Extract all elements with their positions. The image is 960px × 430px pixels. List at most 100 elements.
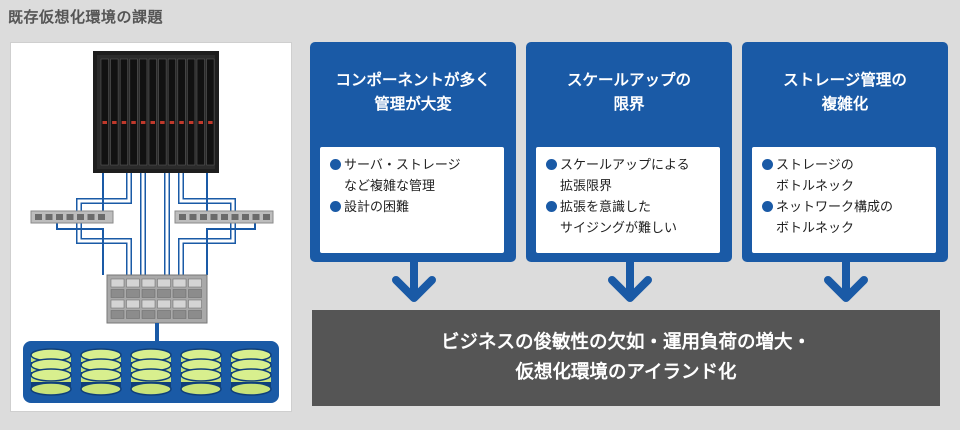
array-slot bbox=[188, 299, 202, 309]
switch-port bbox=[179, 214, 186, 220]
infrastructure-illustration bbox=[10, 42, 292, 412]
array-slot bbox=[172, 299, 187, 309]
blade-led bbox=[150, 121, 155, 124]
blade-slot bbox=[177, 58, 186, 166]
disk-icon bbox=[80, 348, 122, 396]
blade-led bbox=[179, 121, 184, 124]
down-arrow-icon bbox=[608, 262, 652, 302]
switch-port bbox=[77, 214, 84, 220]
switch-port bbox=[231, 214, 239, 220]
switch-port bbox=[200, 214, 207, 220]
disk-stack-icon bbox=[23, 341, 279, 403]
switch-port bbox=[263, 214, 270, 220]
array-slot bbox=[126, 289, 140, 298]
array-slot bbox=[110, 310, 125, 319]
result-text: ビジネスの俊敏性の欠如・運用負荷の増大・ 仮想化環境のアイランド化 bbox=[440, 332, 811, 383]
blade-slot bbox=[148, 58, 157, 166]
disk-icon bbox=[30, 348, 72, 396]
blade-slot bbox=[100, 58, 109, 166]
bullet-icon bbox=[762, 201, 773, 212]
array-slot bbox=[172, 310, 187, 319]
issue-heading: コンポーネントが多く 管理が大変 bbox=[335, 71, 491, 113]
issue-details: スケールアップによる 拡張限界 拡張を意識した サイジングが難しい bbox=[536, 147, 720, 253]
blade-slot bbox=[206, 58, 215, 166]
blade-led bbox=[188, 121, 194, 124]
switch-port bbox=[252, 214, 260, 220]
switch-port bbox=[45, 214, 53, 220]
array-slot bbox=[188, 278, 202, 288]
issue-bullet: ネットワーク構成の ボトルネック bbox=[776, 200, 894, 236]
blade-slot bbox=[119, 58, 128, 166]
storage-array-icon bbox=[106, 274, 208, 324]
issue-bullet: スケールアップによる 拡張限界 bbox=[560, 158, 690, 194]
blade-server-icon bbox=[93, 51, 219, 173]
issue-bullet: サーバ・ストレージ など複雑な管理 bbox=[344, 158, 461, 194]
blade-led bbox=[112, 121, 117, 124]
blade-led bbox=[140, 121, 146, 124]
blade-led bbox=[160, 121, 165, 124]
bullet-icon bbox=[546, 159, 557, 170]
blade-slot bbox=[196, 58, 205, 166]
switch-port bbox=[87, 214, 95, 220]
issue-details: ストレージの ボトルネック ネットワーク構成の ボトルネック bbox=[752, 147, 936, 253]
switch-port bbox=[98, 214, 105, 220]
bullet-icon bbox=[330, 201, 341, 212]
array-slot bbox=[110, 289, 125, 298]
disk-icon bbox=[130, 348, 172, 396]
array-slot bbox=[126, 299, 140, 309]
blade-slot bbox=[110, 58, 119, 166]
switch-port bbox=[66, 214, 74, 220]
blade-slot bbox=[129, 58, 138, 166]
blade-slot bbox=[167, 58, 176, 166]
array-slot bbox=[141, 278, 156, 288]
issue-card-scaleup: スケールアップの 限界 スケールアップによる 拡張限界 拡張を意識した サイジン… bbox=[526, 42, 732, 262]
bullet-icon bbox=[546, 201, 557, 212]
switch-port bbox=[210, 214, 218, 220]
array-slot bbox=[172, 278, 187, 288]
array-slot bbox=[188, 310, 202, 319]
blade-led bbox=[121, 121, 127, 124]
page-title: 既存仮想化環境の課題 bbox=[8, 8, 164, 26]
switch-port bbox=[56, 214, 63, 220]
issue-heading: ストレージ管理の 複雑化 bbox=[783, 71, 907, 113]
switch-port bbox=[242, 214, 249, 220]
array-slot bbox=[188, 289, 202, 298]
switch-port bbox=[35, 214, 42, 220]
issue-card-components: コンポーネントが多く 管理が大変 サーバ・ストレージ など複雑な管理 設計の困難 bbox=[310, 42, 516, 262]
switch-port bbox=[221, 214, 228, 220]
array-slot bbox=[172, 289, 187, 298]
down-arrow-icon bbox=[824, 262, 868, 302]
array-slot bbox=[126, 278, 140, 288]
issue-card-storage: ストレージ管理の 複雑化 ストレージの ボトルネック ネットワーク構成の ボトル… bbox=[742, 42, 948, 262]
infrastructure-diagram bbox=[23, 51, 279, 403]
connection-lines bbox=[56, 173, 256, 275]
issue-bullet: ストレージの ボトルネック bbox=[776, 158, 855, 194]
result-box: ビジネスの俊敏性の欠如・運用負荷の増大・ 仮想化環境のアイランド化 bbox=[312, 310, 940, 406]
array-slot bbox=[157, 310, 171, 319]
array-slot bbox=[110, 278, 125, 288]
blade-slot bbox=[158, 58, 167, 166]
array-slot bbox=[157, 278, 171, 288]
array-slot bbox=[110, 299, 125, 309]
array-slot bbox=[126, 310, 140, 319]
array-slot bbox=[157, 299, 171, 309]
blade-led bbox=[198, 121, 203, 124]
disk-icon bbox=[230, 348, 272, 396]
bullet-icon bbox=[330, 159, 341, 170]
disk-icon bbox=[180, 348, 222, 396]
blade-led bbox=[102, 121, 107, 124]
issue-details: サーバ・ストレージ など複雑な管理 設計の困難 bbox=[320, 147, 504, 253]
down-arrow-icon bbox=[392, 262, 436, 302]
issue-heading: スケールアップの 限界 bbox=[566, 71, 691, 113]
issue-bullet: 設計の困難 bbox=[344, 200, 410, 215]
blade-led bbox=[131, 121, 136, 124]
network-switch-icon bbox=[30, 210, 274, 224]
array-slot bbox=[141, 310, 156, 319]
blade-led bbox=[169, 121, 175, 124]
blade-slot bbox=[139, 58, 148, 166]
blade-slot bbox=[187, 58, 196, 166]
array-slot bbox=[141, 289, 156, 298]
blade-led bbox=[208, 121, 213, 124]
switch-port bbox=[189, 214, 197, 220]
issue-bullet: 拡張を意識した サイジングが難しい bbox=[560, 200, 678, 236]
